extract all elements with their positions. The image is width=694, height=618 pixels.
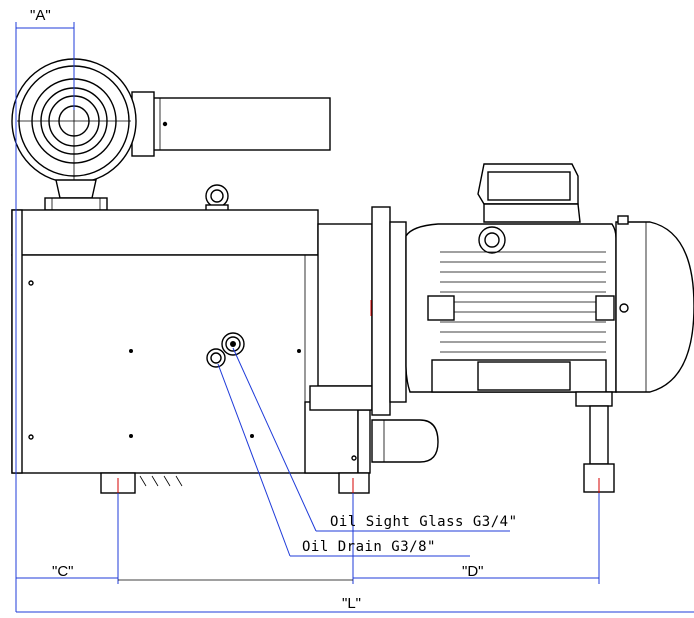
callout-oil-drain: Oil Drain G3/8" bbox=[302, 539, 436, 555]
dimension-label-a: "A" bbox=[30, 7, 51, 24]
lifting-eye bbox=[205, 184, 229, 213]
dimension-label-d: "D" bbox=[462, 563, 483, 580]
electric-motor bbox=[405, 163, 694, 493]
callout-oil-sight-glass: Oil Sight Glass G3/4" bbox=[330, 514, 518, 530]
dimension-label-l: "L" bbox=[342, 595, 361, 612]
oil-sight-glass bbox=[221, 332, 245, 356]
dimension-lines bbox=[15, 22, 694, 613]
dimension-label-c: "C" bbox=[52, 563, 73, 580]
inlet-filter bbox=[11, 58, 331, 211]
pump-housing bbox=[11, 206, 439, 494]
oil-drain bbox=[206, 348, 226, 368]
